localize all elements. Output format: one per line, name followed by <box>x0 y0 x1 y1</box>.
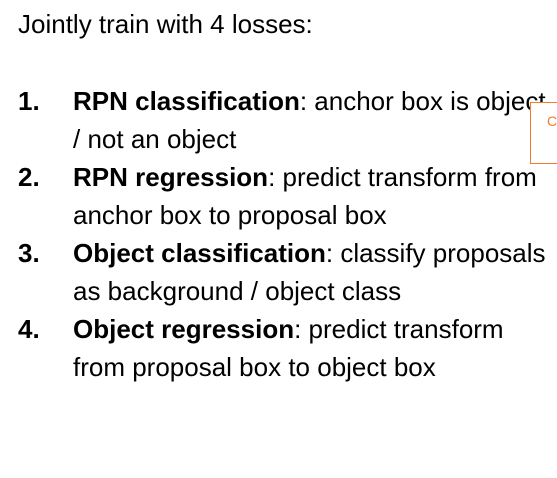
item-description: : predict transform from proposal box to… <box>73 314 504 382</box>
list-item: 1. RPN classification: anchor box is obje… <box>18 82 557 158</box>
cropped-box-label: C <box>547 113 557 129</box>
item-number: 4. <box>18 314 40 344</box>
item-description: : anchor box is object / not an object <box>73 86 546 154</box>
item-term: Object regression <box>73 314 295 344</box>
list-item: 4. Object regression: predict transform f… <box>18 310 557 386</box>
item-description: : predict transform from anchor box to p… <box>73 162 537 230</box>
item-number: 1. <box>18 86 40 116</box>
item-term: Object classification <box>73 238 326 268</box>
list-item: 2. RPN regression: predict transform from… <box>18 158 557 234</box>
item-description: : classify proposals as background / obj… <box>73 238 546 306</box>
cropped-text-box: C <box>530 102 557 164</box>
intro-text: Jointly train with 4 losses: <box>18 9 313 39</box>
item-term: RPN classification <box>73 86 300 116</box>
item-number: 2. <box>18 162 40 192</box>
item-term: RPN regression <box>73 162 269 192</box>
loss-list: 1. RPN classification: anchor box is obje… <box>18 82 557 386</box>
item-number: 3. <box>18 238 40 268</box>
list-item: 3. Object classification: classify propos… <box>18 234 557 310</box>
